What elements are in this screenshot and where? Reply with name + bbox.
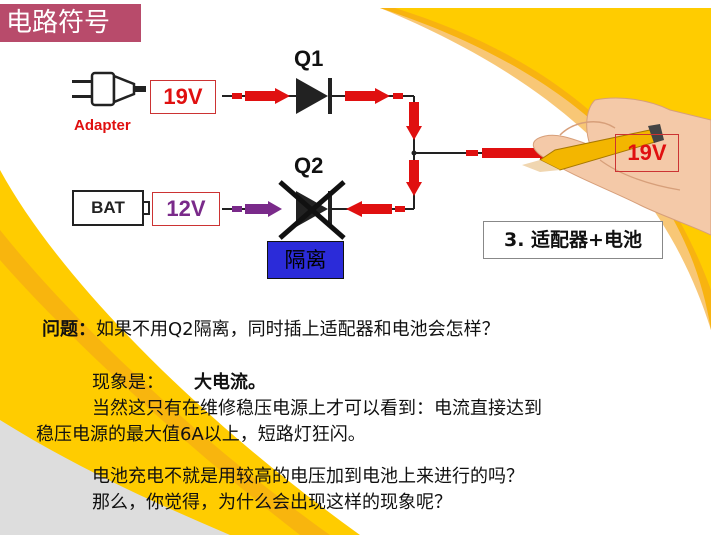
battery-voltage-box: 12V <box>152 192 220 226</box>
question-line: 问题：如果不用Q2隔离，同时插上适配器和电池会怎样？ <box>42 315 500 341</box>
grey-swoosh-left <box>0 420 230 535</box>
diode-q1 <box>296 78 332 114</box>
adapter-label: Adapter <box>74 117 131 134</box>
question-line-2: 电池充电不就是用较高的电压加到电池上来进行的吗？ <box>92 466 524 487</box>
page-title: 电路符号 <box>0 4 141 42</box>
battery-terminal <box>144 201 150 215</box>
q2-label: Q2 <box>294 153 324 178</box>
wire-bottom-right <box>332 153 422 217</box>
diode-q2 <box>278 180 346 240</box>
question-label: 问题： <box>42 319 96 340</box>
explanation-line-2: 稳压电源的最大值6A以上，短路灯狂闪。 <box>36 424 366 445</box>
battery-box: BAT <box>72 190 144 226</box>
question-line-3: 那么，你觉得，为什么会出现这样的现象呢？ <box>92 492 452 513</box>
phenomenon-line: 现象是： 大电流。 <box>92 368 266 394</box>
explanation-line-1: 当然这只有在维修稳压电源上才可以看到：电流直接达到 <box>92 398 542 419</box>
output-voltage-box: 19V <box>615 134 679 172</box>
diagram-caption: 3. 适配器+电池 <box>483 221 663 259</box>
wire-top-left <box>222 88 296 104</box>
question-text: 如果不用Q2隔离，同时插上适配器和电池会怎样？ <box>96 319 500 340</box>
adapter-voltage-box: 19V <box>150 80 216 114</box>
isolation-box: 隔离 <box>267 241 344 279</box>
phenomenon-label: 现象是： <box>92 372 164 393</box>
wire-bottom-left <box>222 201 282 217</box>
q1-label: Q1 <box>294 46 324 71</box>
yellow-swoosh-left <box>0 170 360 535</box>
plug-icon <box>72 71 146 107</box>
phenomenon-value: 大电流。 <box>194 372 266 393</box>
wire-top-right <box>332 88 422 152</box>
hand-with-pencil-illustration <box>522 97 711 236</box>
yellow-swoosh-top <box>380 8 711 330</box>
